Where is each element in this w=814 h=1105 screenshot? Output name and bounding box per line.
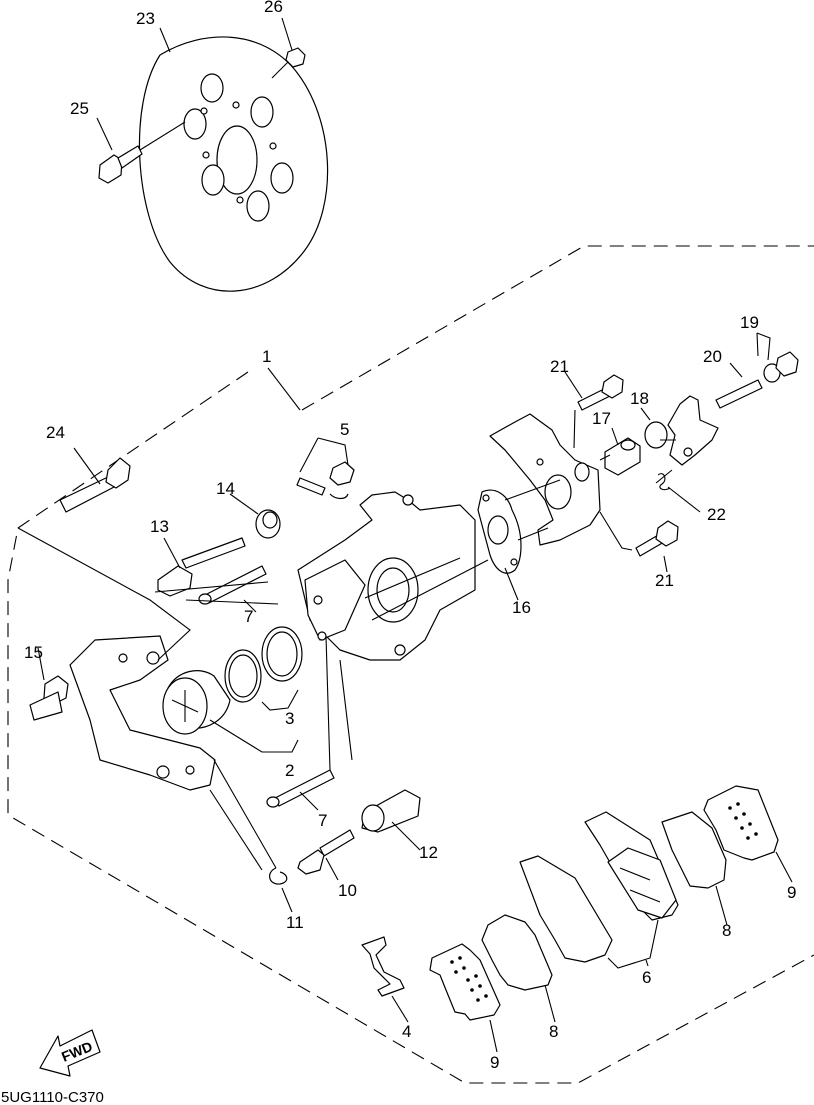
- disc-nut: [271, 47, 306, 79]
- pad-insulator-right: [661, 811, 727, 889]
- callout-12: 12: [419, 843, 438, 862]
- callout-4: 4: [402, 1022, 411, 1041]
- disc-bolt: [98, 121, 186, 184]
- callout-20: 20: [703, 347, 722, 366]
- o-ring: [644, 421, 668, 449]
- callout-26: 26: [264, 0, 283, 16]
- callout-11: 11: [286, 913, 304, 932]
- callout-13: 13: [150, 517, 169, 536]
- plate-bolt-upper: [577, 374, 624, 411]
- bleed-screw: [296, 461, 355, 500]
- callout-9-right: 9: [787, 883, 796, 902]
- shim-right: [703, 785, 779, 861]
- callout-1: 1: [262, 347, 271, 366]
- callout-8-right: 8: [722, 921, 731, 940]
- leader-lines: [17, 17, 793, 1053]
- callout-14: 14: [216, 479, 235, 498]
- adjuster-bolt: [715, 379, 763, 409]
- callout-23: 23: [136, 9, 155, 28]
- callout-3: 3: [285, 709, 294, 728]
- callout-22: 22: [707, 505, 726, 524]
- bleed-cap: [255, 509, 281, 539]
- piston: [162, 670, 231, 735]
- sleeve: [604, 437, 641, 476]
- brake-disc: [138, 36, 329, 292]
- pin-bolt: [297, 829, 355, 875]
- shim-left: [429, 943, 501, 1021]
- spring: [655, 469, 673, 491]
- boot: [361, 789, 421, 833]
- bracket-arm: [667, 395, 719, 466]
- brake-pad-upper-left: [519, 855, 613, 963]
- callout-10: 10: [338, 881, 357, 900]
- callout-24: 24: [46, 423, 65, 442]
- long-bolt: [59, 457, 131, 513]
- forward-arrow: FWD: [39, 1029, 101, 1077]
- callout-19: 19: [740, 313, 759, 332]
- callout-18: 18: [630, 389, 649, 408]
- callout-7-lower: 7: [318, 811, 327, 830]
- callout-25: 25: [70, 99, 89, 118]
- piston-seals: [224, 626, 303, 703]
- callout-9-left: 9: [490, 1053, 499, 1072]
- callout-16: 16: [512, 598, 531, 617]
- callout-21-lower: 21: [655, 571, 674, 590]
- caliper-body: [297, 491, 476, 661]
- bracket-bolt: [29, 675, 69, 721]
- callout-5: 5: [340, 420, 349, 439]
- pad-spring: [361, 936, 405, 997]
- clip: [269, 867, 288, 885]
- gasket: [477, 489, 522, 574]
- plate-bolt-lower: [635, 520, 679, 557]
- retaining-bolt: [157, 537, 246, 597]
- drawing-code: 5UG1110-C370: [1, 1089, 104, 1105]
- shim-holes: [450, 802, 758, 1002]
- callout-2: 2: [285, 761, 294, 780]
- callout-8-left: 8: [549, 1022, 558, 1041]
- pad-insulator-left: [481, 914, 553, 991]
- pad-pin-lower: [266, 769, 335, 808]
- callouts: 1 2 3 4 5 6 7 7 8 8 8 9 9 10 11 12 13 14…: [24, 0, 796, 1072]
- callout-7-upper: 7: [244, 607, 253, 626]
- washer-nut: [763, 351, 799, 383]
- callout-21-upper: 21: [550, 357, 569, 376]
- support-bracket: [69, 635, 216, 791]
- brake-pad-upper-right: [584, 811, 679, 921]
- callout-6: 6: [642, 968, 651, 987]
- callout-15: 15: [24, 643, 43, 662]
- callout-17: 17: [592, 409, 611, 428]
